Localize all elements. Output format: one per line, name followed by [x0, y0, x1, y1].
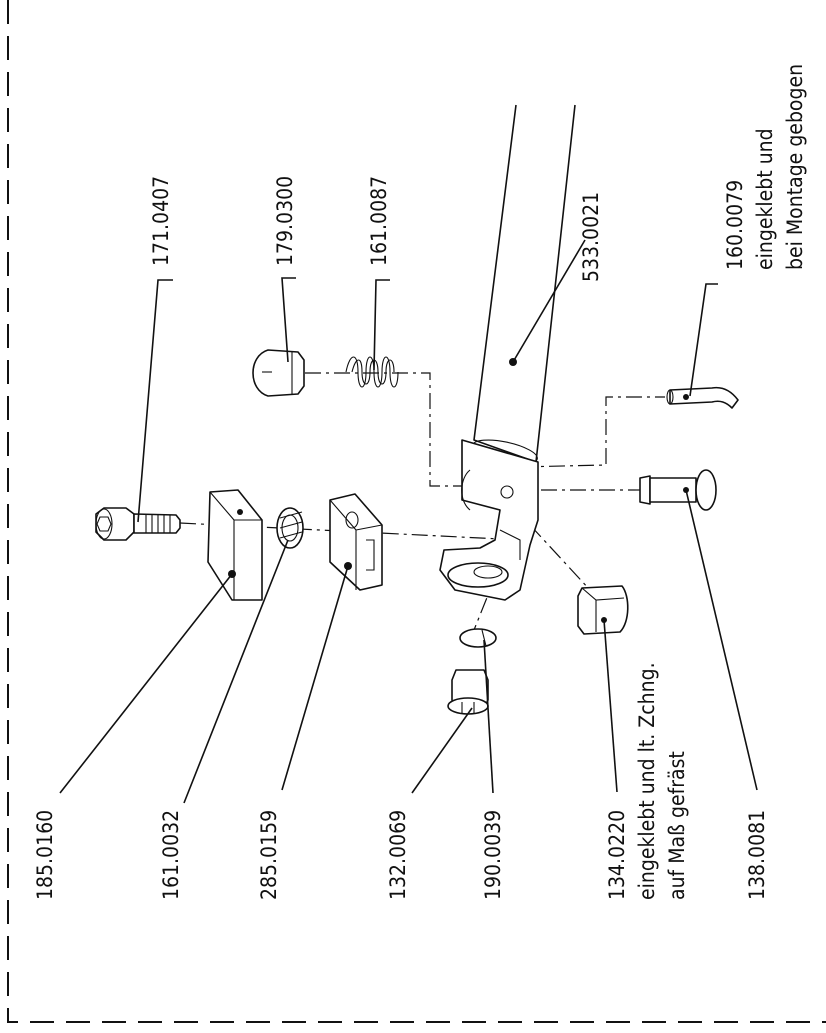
leader-138-0081 — [685, 489, 758, 791]
label-160-0079-line-3: bei Montage gebogen — [783, 64, 807, 270]
label-134-0220: 134.0220 eingeklebt und lt. Zchng. auf M… — [605, 662, 689, 900]
axis-block — [529, 524, 591, 591]
label-134-0220-line-2: eingeklebt und lt. Zchng. — [635, 662, 659, 900]
housing-fitting — [439, 439, 539, 601]
leader-185-0160 — [59, 573, 233, 794]
leader-161-0032 — [183, 539, 289, 804]
label-171-0407: 171.0407 — [149, 176, 173, 266]
label-190-0039: 190.0039 — [481, 810, 505, 900]
axis-spring-top — [305, 372, 462, 487]
label-132-0069: 132.0069 — [386, 810, 410, 900]
leader-190-0039 — [483, 639, 494, 794]
axis-main — [179, 522, 521, 541]
label-285-0159: 285.0159 — [257, 810, 281, 900]
leader-285-0159 — [281, 565, 349, 791]
leader-179-0300 — [281, 277, 296, 363]
spring-161-0032 — [276, 507, 304, 549]
label-160-0079-line-1: 160.0079 — [723, 180, 747, 270]
label-138-0081: 138.0081 — [745, 810, 769, 900]
label-533-0021: 533.0021 — [579, 192, 603, 282]
label-161-0032: 161.0032 — [159, 810, 183, 900]
label-134-0220-line-3: auf Maß gefräst — [665, 751, 689, 900]
leader-533-0021 — [512, 239, 586, 363]
label-179-0300: 179.0300 — [273, 176, 297, 266]
screw-171-0407 — [95, 507, 181, 541]
nut-132-0069 — [447, 669, 489, 715]
ring-190-0039 — [459, 628, 497, 648]
label-161-0087: 161.0087 — [367, 176, 391, 266]
spring-161-0087 — [345, 356, 399, 388]
label-134-0220-line-1: 134.0220 — [605, 810, 629, 900]
label-160-0079-line-2: eingeklebt und — [753, 128, 777, 270]
bolt-138-0081 — [639, 469, 717, 511]
block-134-0220 — [577, 585, 629, 635]
leader-134-0220 — [603, 619, 618, 793]
pin-160-0079 — [666, 386, 739, 409]
leader-171-0407 — [137, 279, 173, 523]
leader-132-0069 — [411, 707, 473, 794]
tube-533-0021 — [472, 104, 576, 465]
label-185-0160: 185.0160 — [33, 810, 57, 900]
frame-border — [7, 0, 826, 1023]
label-160-0079: 160.0079 eingeklebt und bei Montage gebo… — [723, 64, 807, 270]
axis-pin — [519, 396, 665, 468]
clip-285-0159 — [329, 493, 383, 591]
cap-179-0300 — [252, 349, 305, 397]
block-185-0160 — [207, 489, 263, 601]
leader-160-0079 — [689, 283, 718, 397]
leader-161-0087 — [373, 279, 390, 371]
